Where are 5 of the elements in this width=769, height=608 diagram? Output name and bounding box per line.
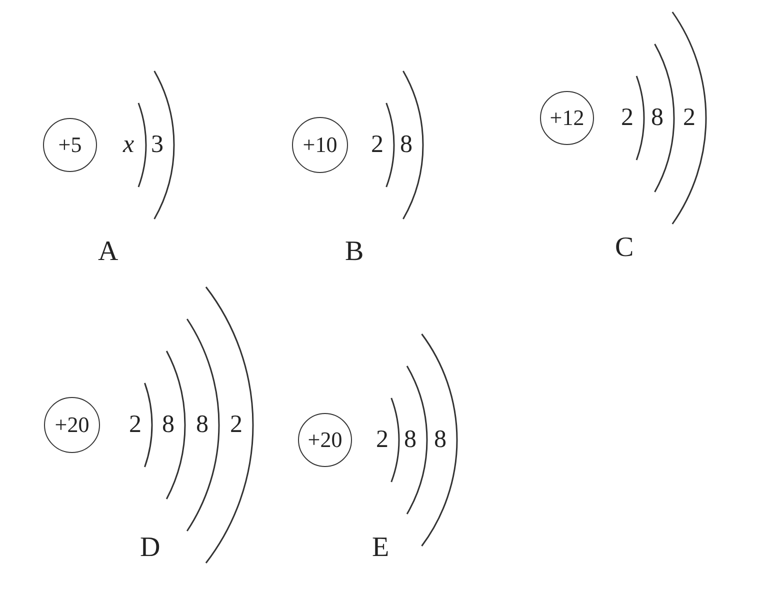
option-letter: B: [345, 238, 364, 266]
option-letter: A: [98, 238, 118, 266]
option-letter: E: [372, 534, 390, 562]
option-letter: D: [140, 534, 160, 562]
option-letter: C: [615, 234, 634, 262]
